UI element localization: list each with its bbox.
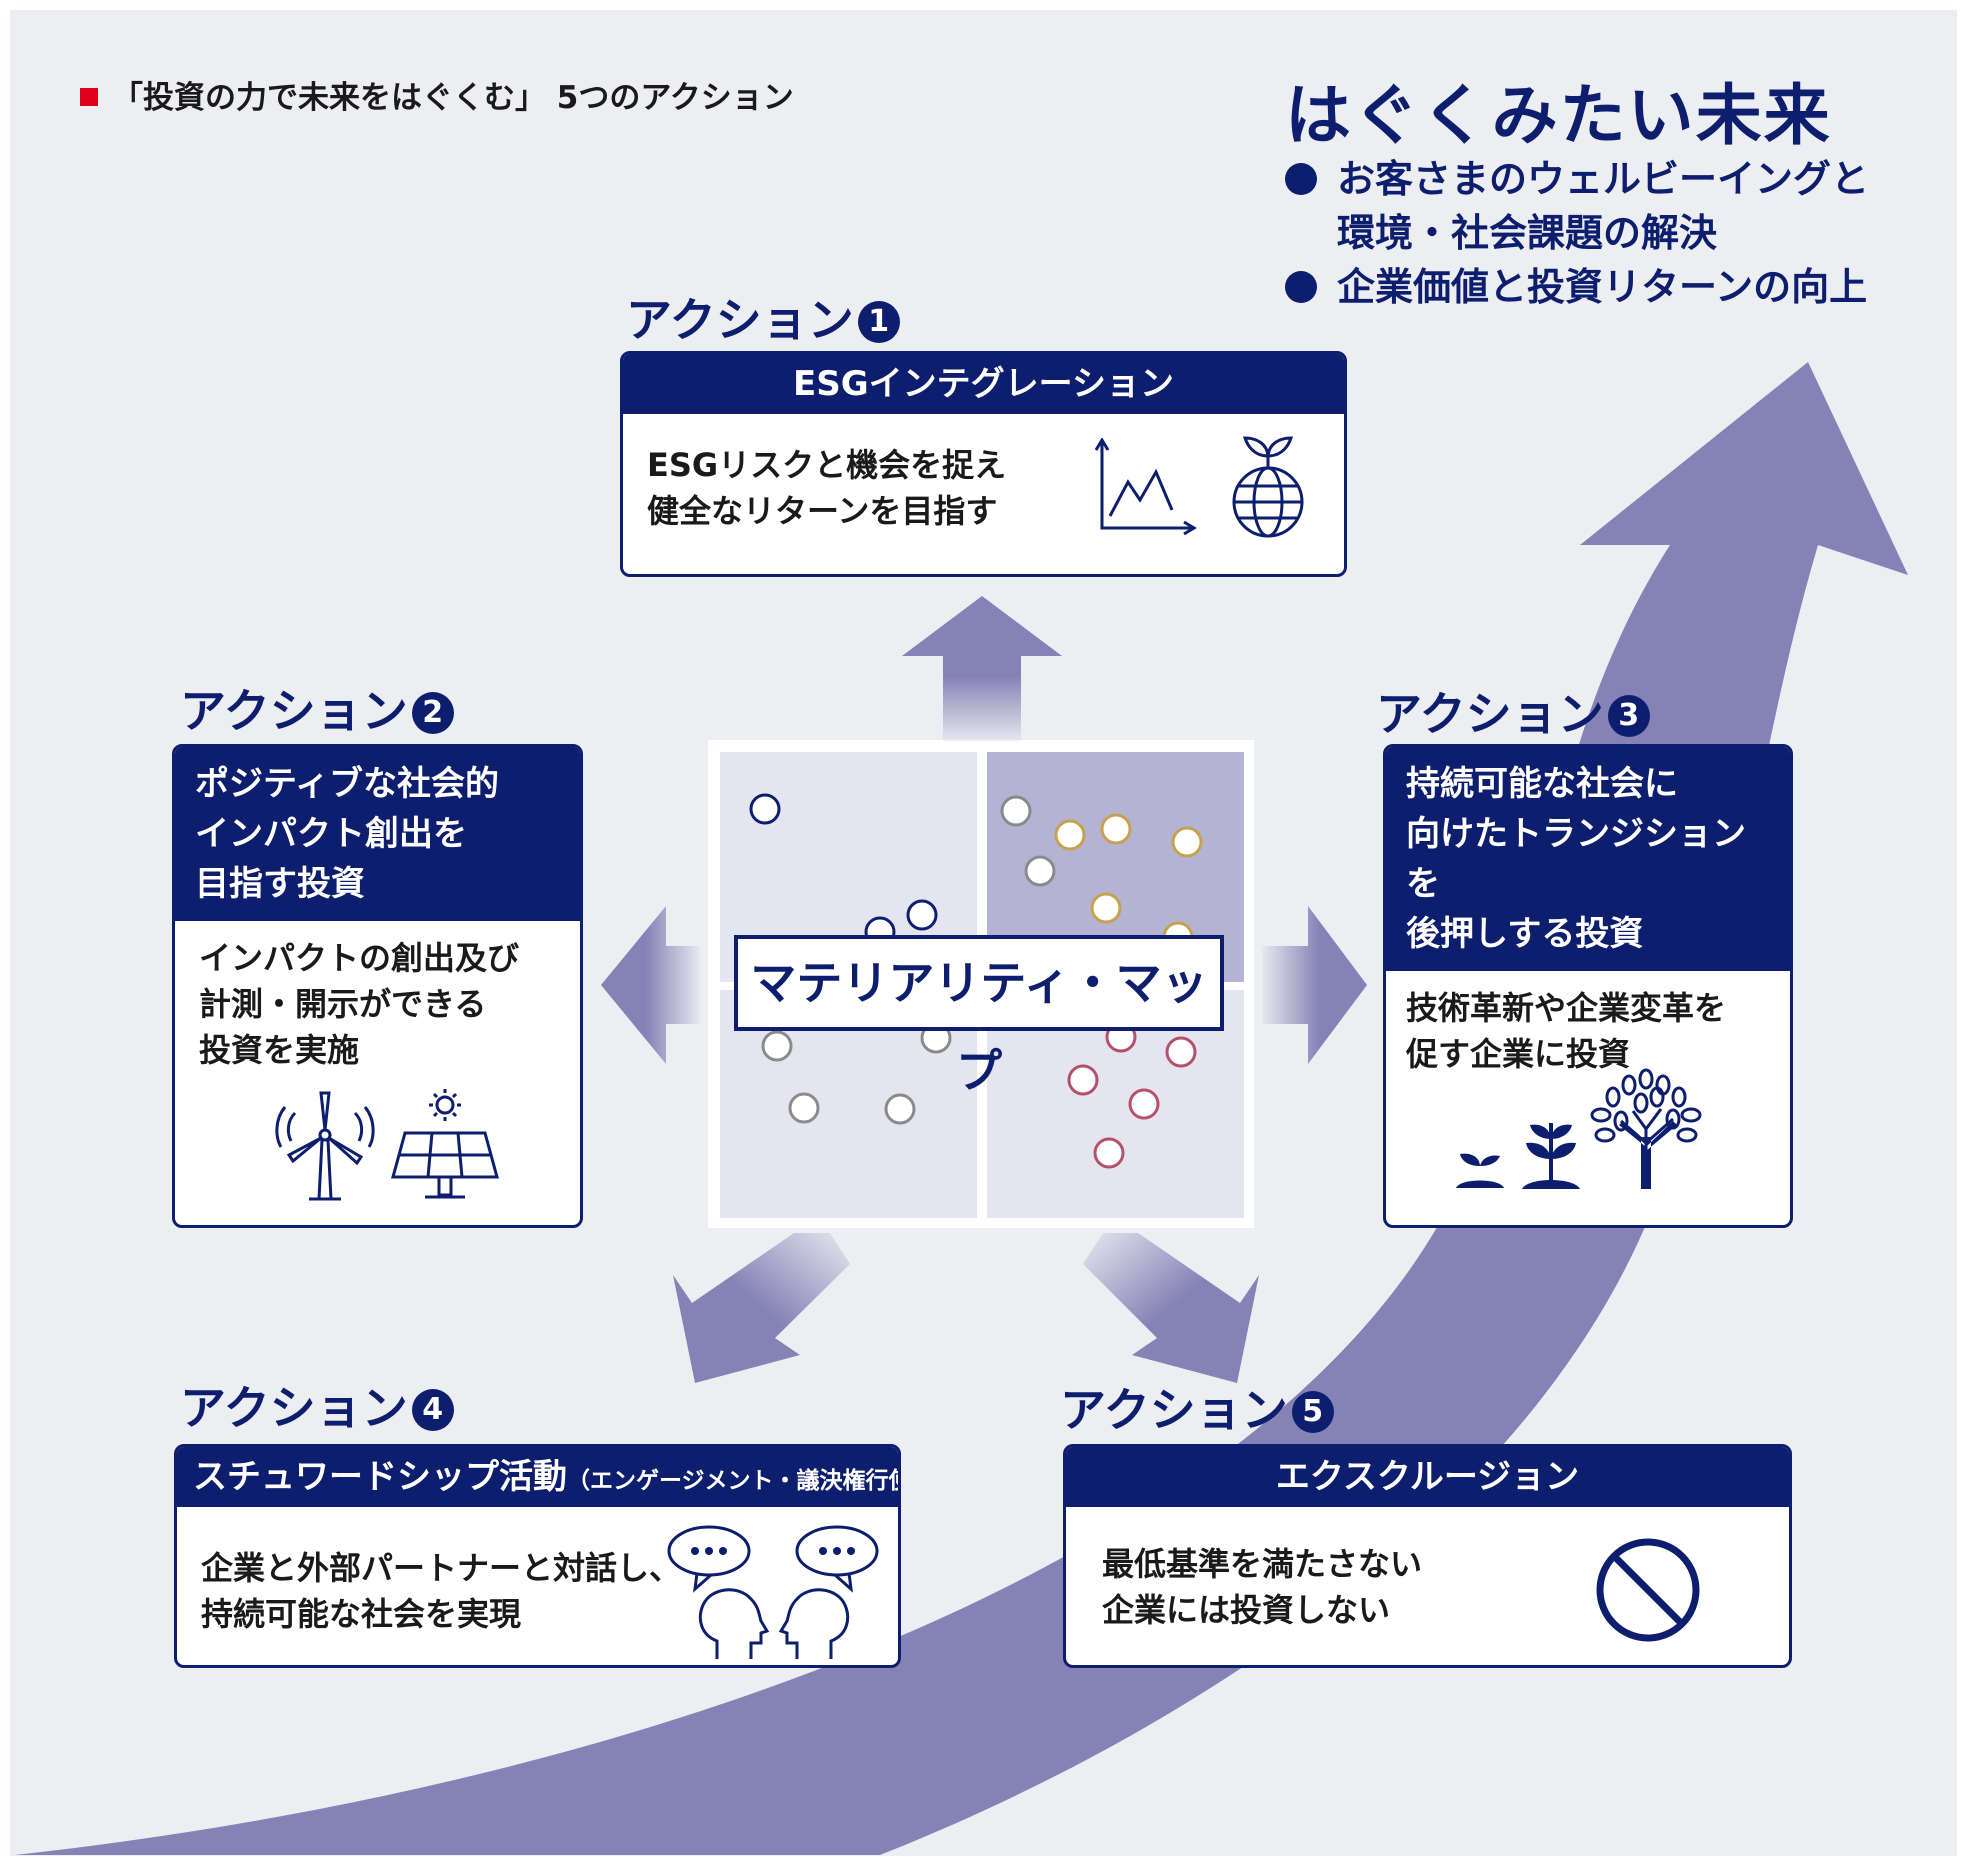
map-dot: [1171, 826, 1203, 858]
materiality-map-label: マテリアリティ・マップ: [734, 935, 1224, 1098]
action-2-body: インパクトの創出及び 計測・開示ができる 投資を実施: [199, 939, 520, 1069]
map-dot: [1093, 1137, 1125, 1169]
map-dot: [1100, 813, 1132, 845]
arrow-left: [601, 906, 700, 1064]
action-2-heading: ポジティブな社会的 インパクト創出を 目指す投資: [175, 747, 580, 921]
solar-panel-icon: [391, 1089, 499, 1199]
action-3-heading: 持続可能な社会に 向けたトランジションを 後押しする投資: [1386, 747, 1790, 971]
action-4-body: 企業と外部パートナーと対話し、 持続可能な社会を実現: [201, 1549, 682, 1633]
map-dot: [884, 1093, 916, 1125]
map-dot: [1090, 892, 1122, 924]
number-badge-icon: 3: [1607, 695, 1650, 737]
future-title: はぐくみたい未来: [1285, 77, 1832, 154]
map-dot: [906, 899, 938, 931]
action-4-heading: スチュワードシップ活動（エンゲージメント・議決権行使）: [177, 1447, 898, 1507]
map-dot: [1000, 795, 1032, 827]
action-1-heading: ESGインテグレーション: [623, 354, 1344, 414]
prohibited-icon: [1596, 1538, 1700, 1642]
action-3-body: 技術革新や企業変革を 促す企業に投資: [1406, 989, 1727, 1073]
number-badge-icon: 2: [411, 692, 454, 734]
tree-icon: [1590, 1068, 1702, 1189]
map-dot: [788, 1092, 820, 1124]
arrow-down-left: [673, 1233, 850, 1383]
future-item: お客さまのウェルビーイングと: [1285, 152, 1869, 206]
number-badge-icon: 5: [1291, 1391, 1334, 1433]
arrow-down-right: [1083, 1233, 1259, 1383]
arrow-up: [902, 596, 1062, 742]
future-item: 企業価値と投資リターンの向上: [1285, 260, 1869, 314]
action-1-body: ESGリスクと機会を捉え 健全なリターンを目指す: [647, 446, 1007, 530]
bullet-icon: [1285, 271, 1317, 303]
wind-turbine-icon: [275, 1091, 375, 1201]
action-5-body: 最低基準を満たさない 企業には投資しない: [1102, 1545, 1423, 1629]
dialogue-heads-icon: [667, 1525, 879, 1659]
number-badge-icon: 4: [411, 1389, 454, 1431]
red-square-icon: [80, 88, 98, 106]
globe-sprout-icon: [1232, 436, 1304, 538]
action-4-card: スチュワードシップ活動（エンゲージメント・議決権行使） 企業と外部パートナーと対…: [174, 1444, 901, 1668]
future-item-continuation: 環境・社会課題の解決: [1337, 211, 1718, 255]
sprout-medium-icon: [1522, 1123, 1580, 1189]
action-5-card: エクスクルージョン 最低基準を満たさない 企業には投資しない: [1063, 1444, 1792, 1668]
bullet-icon: [1285, 163, 1317, 195]
sprout-small-icon: [1456, 1153, 1504, 1188]
map-dot: [749, 793, 781, 825]
header-note: 「投資の力で未来をはぐくむ」 5つのアクション: [80, 72, 794, 117]
map-dot: [761, 1030, 793, 1062]
map-dot: [1165, 1036, 1197, 1068]
map-dot: [1024, 855, 1056, 887]
future-list: お客さまのウェルビーイングと 環境・社会課題の解決 企業価値と投資リターンの向上: [1285, 152, 1869, 314]
map-dot: [1128, 1088, 1160, 1120]
arrow-right: [1262, 906, 1367, 1064]
action-5-heading: エクスクルージョン: [1066, 1447, 1789, 1507]
map-dot: [1067, 1064, 1099, 1096]
action-3-card: 持続可能な社会に 向けたトランジションを 後押しする投資 技術革新や企業変革を …: [1383, 744, 1793, 1228]
line-chart-icon: [1094, 438, 1197, 536]
action-1-card: ESGインテグレーション ESGリスクと機会を捉え 健全なリターンを目指す: [620, 351, 1347, 577]
number-badge-icon: 1: [857, 301, 900, 343]
action-2-card: ポジティブな社会的 インパクト創出を 目指す投資 インパクトの創出及び 計測・開…: [172, 744, 583, 1228]
map-dot: [1054, 819, 1086, 851]
